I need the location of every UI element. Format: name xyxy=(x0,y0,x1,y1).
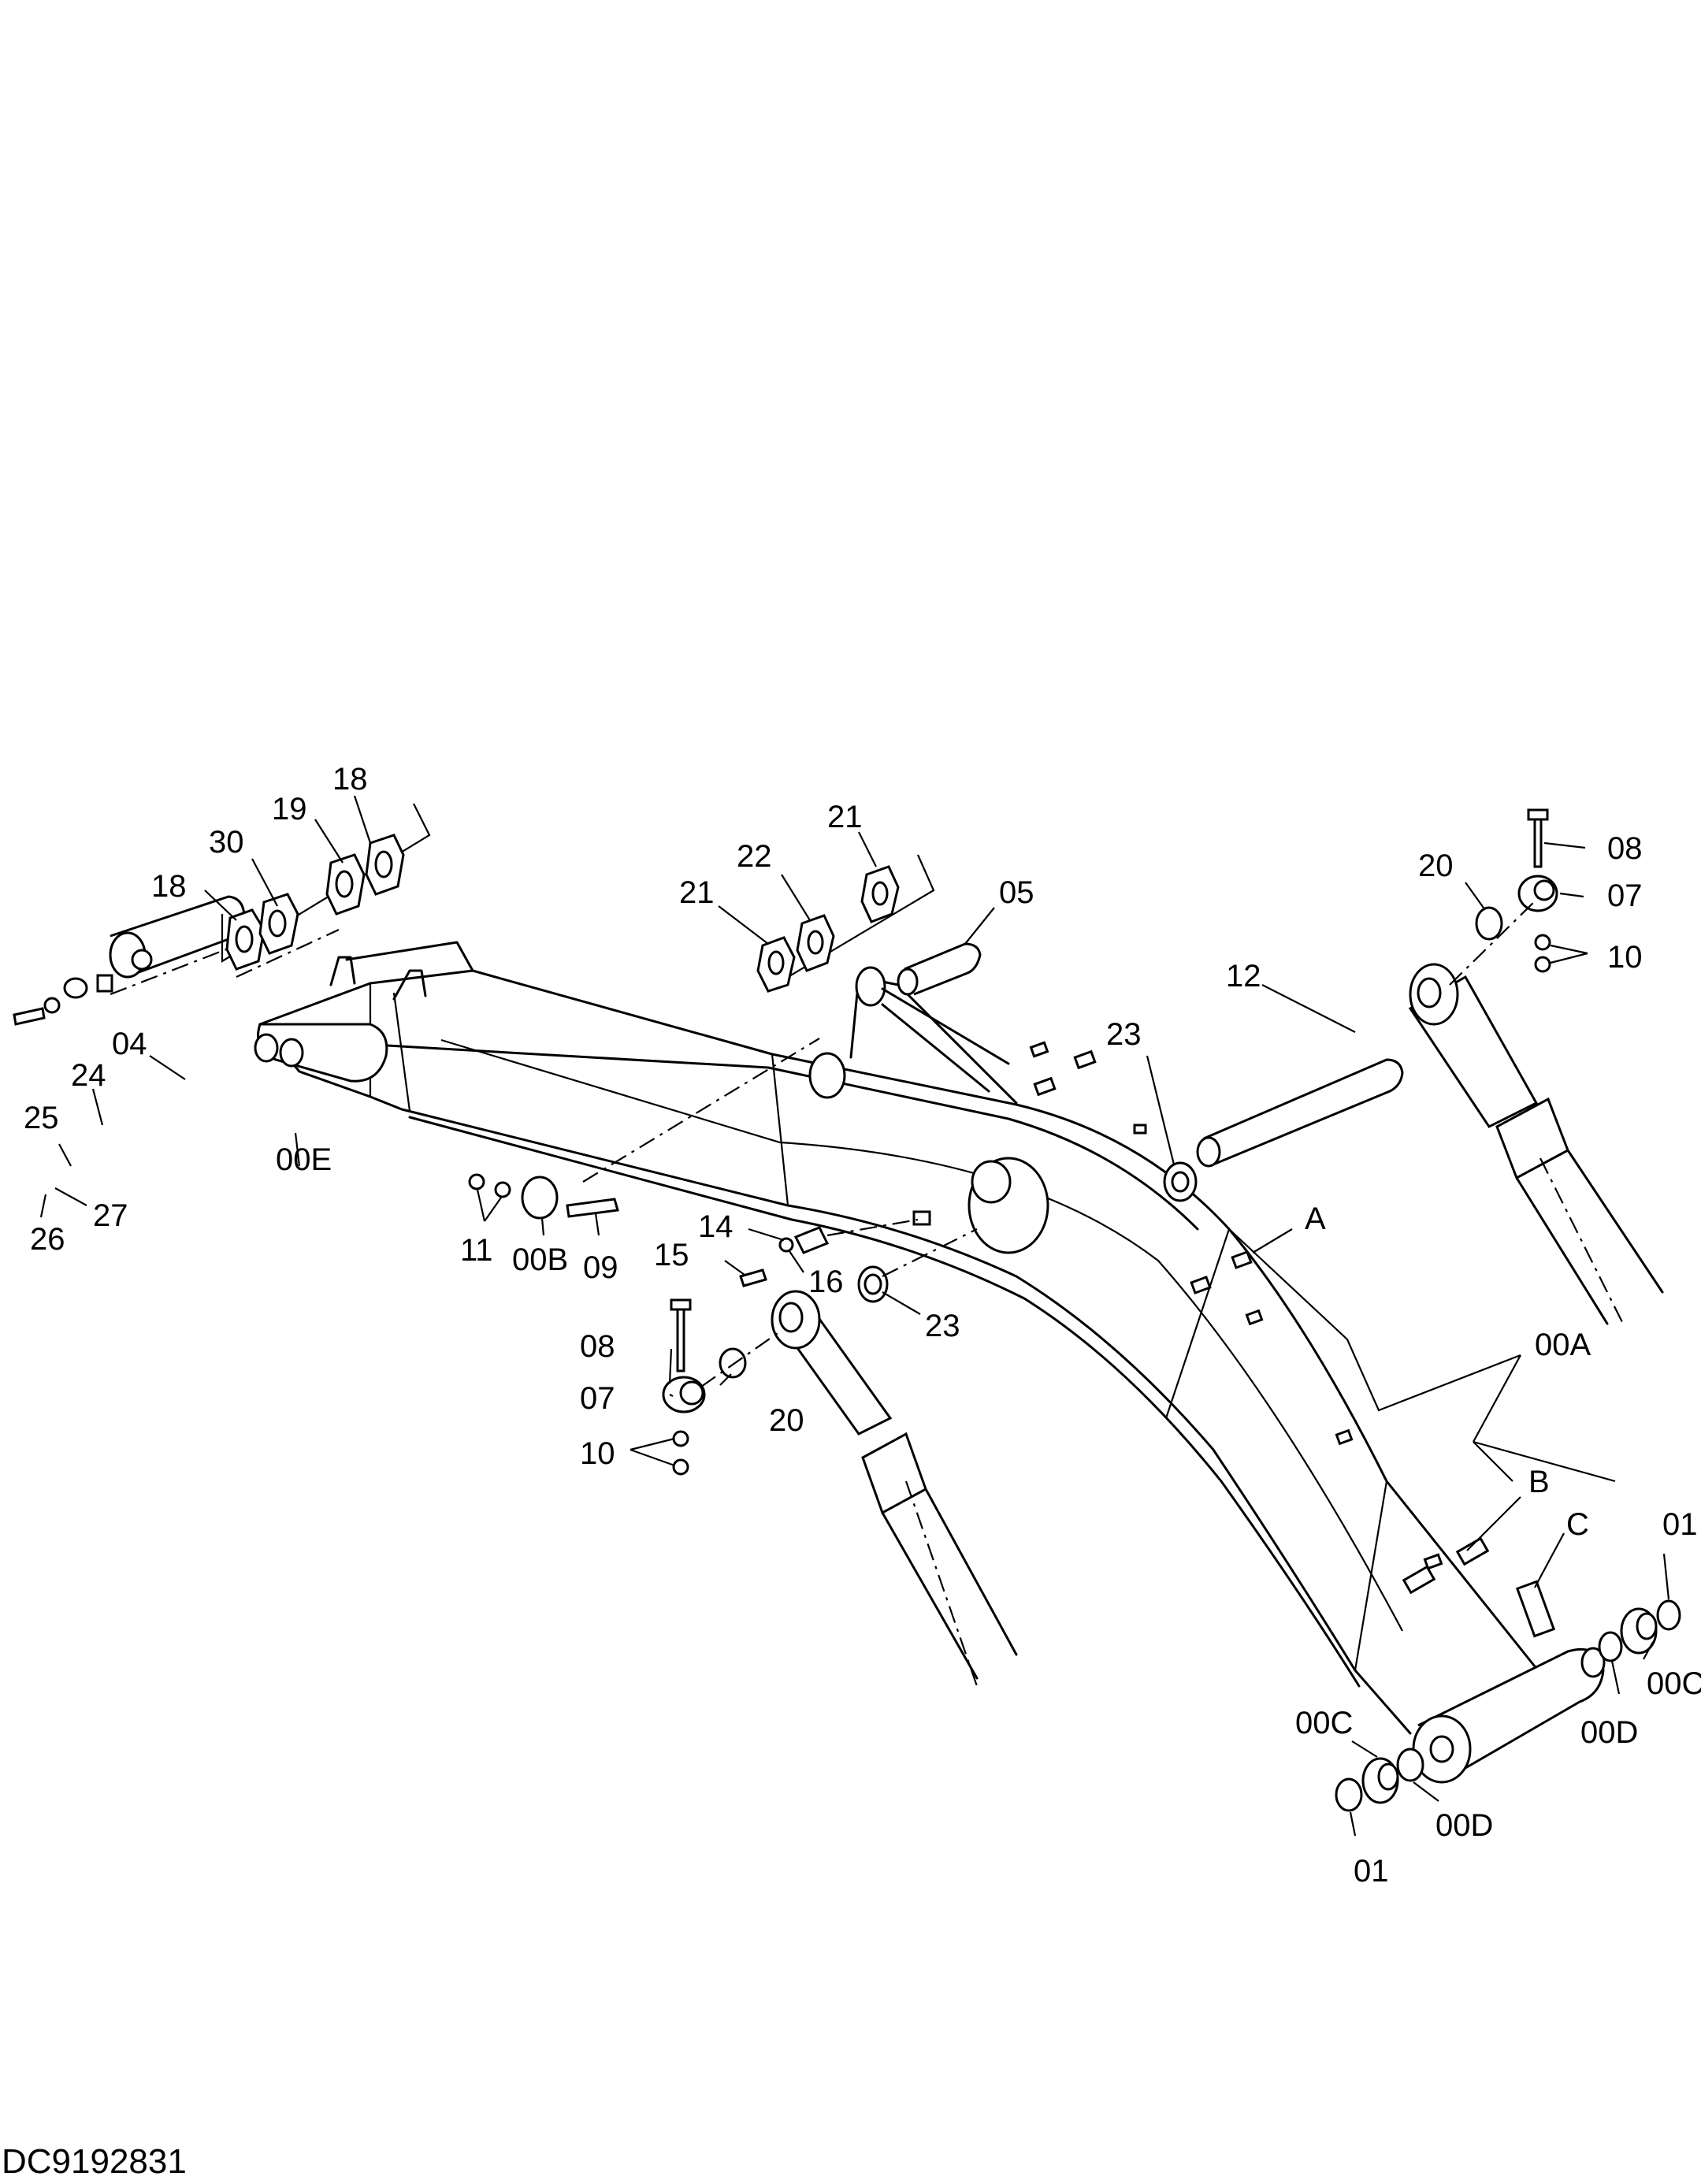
callout-24: 24 xyxy=(71,1058,106,1093)
callout-26: 26 xyxy=(30,1222,65,1257)
callout-19: 19 xyxy=(272,792,307,826)
callout-07-right: 07 xyxy=(1607,878,1643,913)
callout-08-right: 08 xyxy=(1607,831,1643,866)
callout-05: 05 xyxy=(999,875,1034,910)
callout-20-right: 20 xyxy=(1418,849,1454,883)
callout-00C-left: 00C xyxy=(1295,1706,1353,1740)
callout-00E: 00E xyxy=(276,1142,332,1177)
callout-18-left: 18 xyxy=(151,869,187,904)
callout-21-left: 21 xyxy=(679,875,715,910)
shim-plates-left xyxy=(221,803,431,971)
callout-23-right: 23 xyxy=(1106,1017,1142,1052)
callout-12: 12 xyxy=(1226,959,1261,994)
callout-27: 27 xyxy=(93,1198,128,1233)
callout-22: 22 xyxy=(737,839,772,874)
callout-14: 14 xyxy=(698,1209,734,1244)
callout-11: 11 xyxy=(460,1233,493,1268)
callout-00C-right: 00C xyxy=(1647,1666,1701,1701)
callout-30: 30 xyxy=(209,825,244,860)
callout-07-left: 07 xyxy=(580,1381,615,1416)
callout-18-top: 18 xyxy=(332,762,368,797)
foot-pin-group xyxy=(13,895,820,1220)
arm-pin-group xyxy=(662,942,1018,1687)
right-cylinder-group xyxy=(1163,808,1664,1325)
callout-15: 15 xyxy=(654,1238,689,1272)
drawing-code: DC9192831 xyxy=(2,2142,187,2181)
callout-00D-left: 00D xyxy=(1435,1808,1493,1843)
callout-00D-right: 00D xyxy=(1580,1715,1638,1750)
callout-04: 04 xyxy=(112,1027,147,1061)
shim-plates-middle xyxy=(756,854,935,993)
callout-10-right: 10 xyxy=(1607,940,1643,975)
leader-lines xyxy=(39,795,1670,1837)
callout-00B: 00B xyxy=(512,1242,568,1277)
boom-body xyxy=(254,941,1606,1784)
callout-01-right: 01 xyxy=(1662,1507,1698,1542)
callout-08-left: 08 xyxy=(580,1329,615,1364)
callout-10-left: 10 xyxy=(580,1436,615,1471)
callout-labels: 18 19 30 18 21 22 21 05 08 20 07 10 12 2… xyxy=(24,762,1701,1889)
callout-C: C xyxy=(1566,1507,1589,1542)
callout-01-left: 01 xyxy=(1354,1854,1389,1889)
callout-09: 09 xyxy=(583,1250,618,1285)
callout-00A: 00A xyxy=(1535,1328,1591,1362)
callout-20-left: 20 xyxy=(769,1403,804,1438)
callout-A: A xyxy=(1305,1202,1326,1236)
callout-23-mid: 23 xyxy=(925,1309,960,1343)
callout-B: B xyxy=(1528,1465,1550,1499)
nose-bushings xyxy=(1335,1599,1681,1812)
callout-21-top: 21 xyxy=(827,800,863,834)
callout-16: 16 xyxy=(808,1265,844,1299)
callout-25: 25 xyxy=(24,1101,59,1135)
